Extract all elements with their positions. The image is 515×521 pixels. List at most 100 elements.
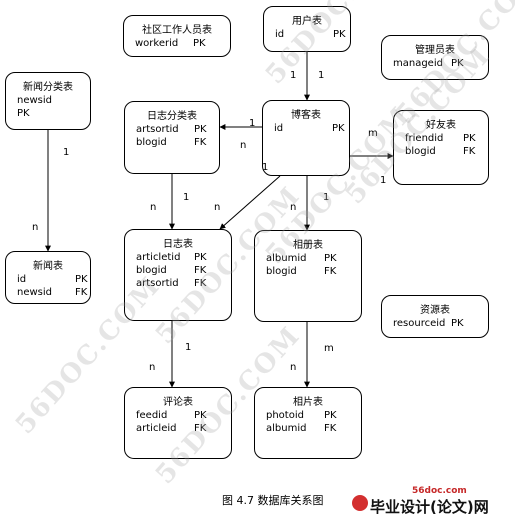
table-field: artsortid FK: [125, 277, 231, 290]
cardinality-label: n: [290, 362, 297, 373]
table-title: 日志分类表: [147, 111, 197, 122]
field-name: resourceid: [393, 318, 446, 329]
field-key: PK: [463, 133, 476, 144]
field-key: PK: [75, 274, 88, 285]
cardinality-label: n: [290, 202, 297, 213]
table-field: articletid PK: [125, 251, 231, 264]
table-resource: 资源表 resourceid PK: [381, 295, 489, 338]
table-field: id PK: [264, 28, 350, 41]
field-key: FK: [324, 266, 337, 277]
table-field: resourceid PK: [382, 317, 488, 330]
logo-mark-icon: [352, 495, 368, 511]
field-name: artsortid: [136, 124, 179, 135]
field-name: newsid: [17, 287, 53, 298]
table-field: blogid FK: [125, 136, 219, 149]
field-key: PK: [333, 29, 346, 40]
field-key: FK: [194, 137, 207, 148]
field-key: FK: [324, 423, 337, 434]
field-name: PK: [17, 108, 30, 119]
table-title: 博客表: [291, 110, 321, 121]
table-field: albumid FK: [255, 422, 361, 435]
field-name: blogid: [136, 265, 167, 276]
field-name: photoid: [266, 410, 304, 421]
field-key: FK: [194, 278, 207, 289]
table-field: artsortid PK: [125, 123, 219, 136]
field-name: artsortid: [136, 278, 179, 289]
field-name: newsid: [17, 95, 53, 106]
cardinality-label: n: [214, 202, 221, 213]
table-blog: 博客表 id PK: [262, 100, 350, 176]
field-name: blogid: [136, 137, 167, 148]
cardinality-label: 1: [290, 70, 297, 81]
table-title: 资源表: [420, 305, 450, 316]
cardinality-label: n: [32, 222, 39, 233]
table-field: newsid: [6, 94, 90, 107]
field-name: albumid: [266, 253, 307, 264]
field-name: feedid: [136, 410, 168, 421]
table-field: blogid FK: [125, 264, 231, 277]
field-key: PK: [193, 38, 206, 49]
table-field: PK: [6, 107, 90, 120]
table-title: 相片表: [293, 397, 323, 408]
field-key: FK: [194, 265, 207, 276]
table-field: blogid FK: [394, 145, 488, 158]
logo-site: 56doc.com: [412, 486, 467, 496]
cardinality-label: 1: [183, 192, 190, 203]
cardinality-label: 1: [323, 192, 330, 203]
table-title: 好友表: [426, 120, 456, 131]
field-name: friendid: [405, 133, 444, 144]
cardinality-label: 1: [318, 70, 325, 81]
table-title: 评论表: [163, 397, 193, 408]
cardinality-label: 1: [380, 175, 387, 186]
field-name: id: [275, 29, 285, 40]
cardinality-label: 1: [262, 162, 269, 173]
cardinality-label: m: [324, 343, 334, 354]
table-title: 相册表: [293, 240, 323, 251]
field-name: articletid: [136, 252, 181, 263]
field-key: FK: [463, 146, 476, 157]
table-friend: 好友表 friendid PK blogid FK: [393, 110, 489, 185]
field-name: albumid: [266, 423, 307, 434]
cardinality-label: n: [240, 140, 247, 151]
field-key: PK: [332, 123, 345, 134]
cardinality-label: n: [149, 362, 156, 373]
table-field: albumid PK: [255, 252, 361, 265]
table-field: friendid PK: [394, 132, 488, 145]
site-logo: 56doc.com 毕业设计(论文)网: [352, 486, 512, 516]
cardinality-label: n: [150, 202, 157, 213]
cardinality-label: m: [368, 128, 378, 139]
field-key: PK: [194, 252, 207, 263]
field-name: articleid: [136, 423, 177, 434]
field-key: PK: [451, 58, 464, 69]
field-name: blogid: [405, 146, 436, 157]
field-key: PK: [194, 410, 207, 421]
table-field: workerid PK: [124, 37, 230, 50]
field-name: id: [17, 274, 27, 285]
field-key: PK: [451, 318, 464, 329]
field-key: PK: [194, 124, 207, 135]
logo-name: 毕业设计(论文)网: [370, 498, 489, 516]
table-comment: 评论表 feedid PK articleid FK: [124, 387, 232, 459]
table-field: id PK: [263, 122, 349, 135]
table-title: 新闻分类表: [23, 82, 73, 93]
field-name: id: [274, 123, 284, 134]
field-name: workerid: [135, 38, 179, 49]
figure-caption: 图 4.7 数据库关系图: [222, 494, 324, 507]
table-field: articleid FK: [125, 422, 231, 435]
field-key: PK: [324, 253, 337, 264]
field-key: FK: [194, 423, 207, 434]
